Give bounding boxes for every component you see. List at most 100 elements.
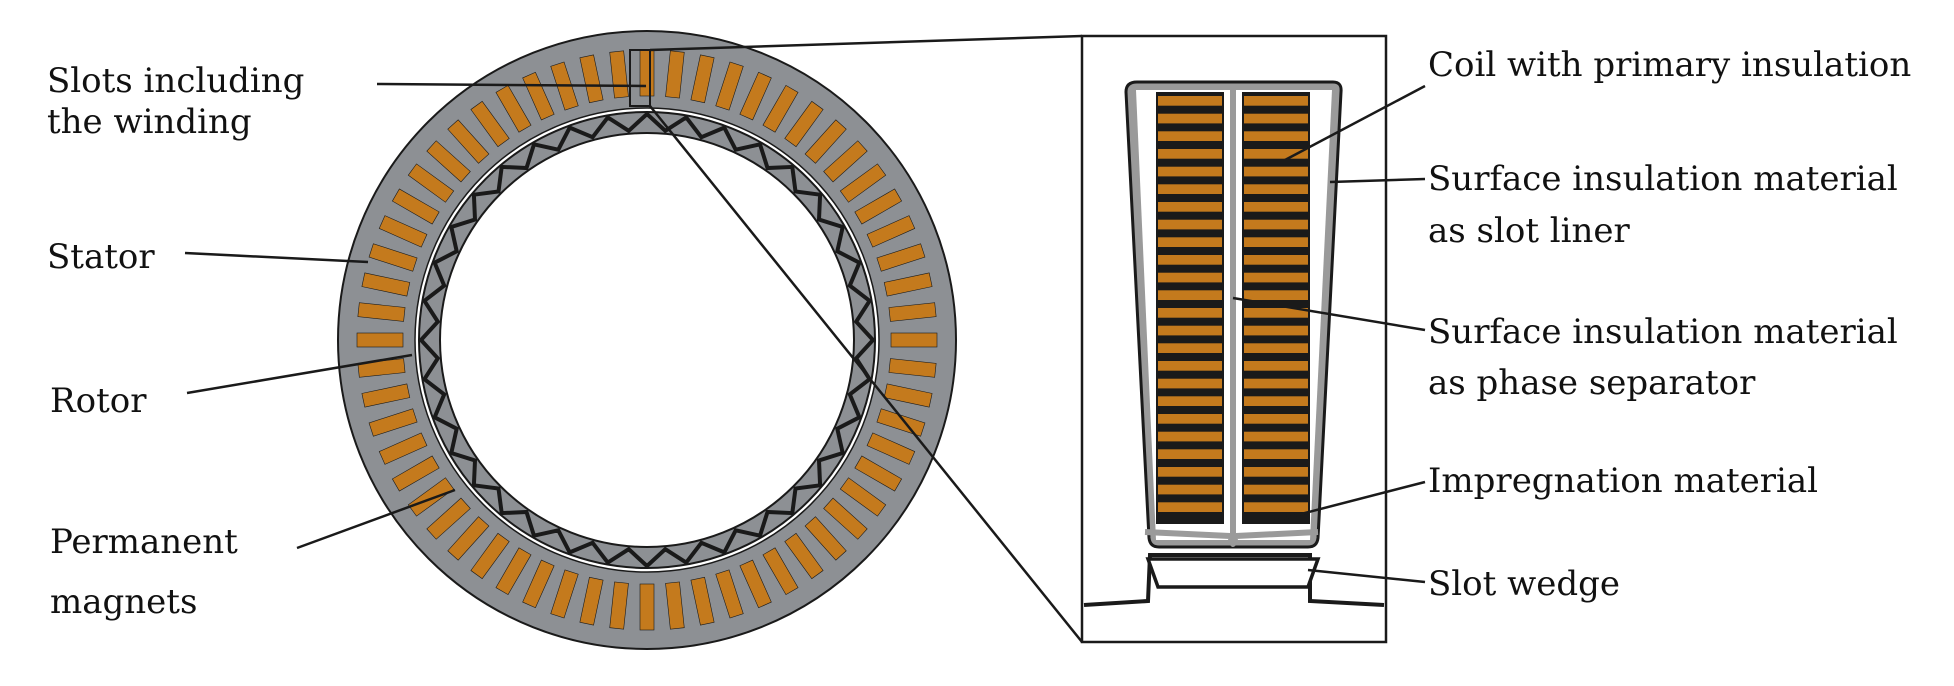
- coil-turn: [1158, 113, 1222, 124]
- coil-turn: [1158, 431, 1222, 442]
- coil-turn: [1244, 414, 1308, 424]
- coil-turn: [1244, 378, 1308, 389]
- coil-turn: [1244, 131, 1308, 141]
- coil-turn: [1244, 343, 1308, 353]
- stator-slot: [715, 61, 744, 111]
- stator-slot: [495, 84, 532, 133]
- stator-slot: [866, 215, 916, 248]
- coil-turn: [1244, 325, 1308, 336]
- coil-turn: [1244, 219, 1308, 230]
- stator-slot: [447, 516, 490, 561]
- stator-slot: [739, 71, 772, 121]
- leader-lines: [184, 82, 1426, 584]
- coil-turn: [1244, 308, 1308, 318]
- label-magnets-line2: magnets: [50, 582, 197, 622]
- stator-slot: [391, 455, 440, 492]
- stator-slot: [368, 243, 418, 272]
- stator-slot: [762, 84, 799, 133]
- stator-slot: [639, 49, 655, 97]
- detail-marker: [629, 49, 651, 107]
- label-separator-line1: Surface insulation material: [1428, 312, 1898, 352]
- stator-slot: [378, 215, 428, 248]
- coil-turn: [1244, 467, 1308, 477]
- stator-slot: [890, 332, 938, 348]
- coil-turn: [1244, 272, 1308, 283]
- stator-slot: [823, 140, 868, 183]
- stator-slot: [715, 569, 744, 619]
- stator-slot: [888, 358, 937, 378]
- coil-turn: [1244, 361, 1308, 371]
- stator-slot: [665, 581, 685, 630]
- stator-slot: [839, 477, 887, 517]
- label-rotor: Rotor: [50, 381, 147, 421]
- coil-turn: [1158, 343, 1222, 353]
- label-separator-line2: as phase separator: [1428, 363, 1756, 403]
- stator-slot: [854, 188, 903, 225]
- tooth-outline: [1083, 553, 1385, 607]
- label-liner-line1: Surface insulation material: [1428, 159, 1898, 199]
- stator-slot: [784, 100, 824, 148]
- stator-slot: [361, 272, 411, 297]
- stator-slot: [823, 497, 868, 540]
- coil-turn: [1244, 96, 1308, 106]
- label-slots-line2: the winding: [47, 102, 252, 142]
- label-wedge: Slot wedge: [1428, 564, 1620, 604]
- stator-slot: [784, 532, 824, 580]
- stator-slot: [356, 332, 404, 348]
- stator-slot: [447, 119, 490, 164]
- coil-turn: [1244, 202, 1308, 212]
- stator-slot: [579, 576, 604, 626]
- stator-slot: [690, 54, 715, 104]
- coil-turn: [1158, 467, 1222, 477]
- coil-turn: [1158, 96, 1222, 106]
- stator-slot: [391, 188, 440, 225]
- stator-slot: [470, 100, 510, 148]
- stator-slot: [876, 408, 926, 437]
- stator-slot: [876, 243, 926, 272]
- slot-detail: [1080, 34, 1388, 644]
- stator-slot: [665, 50, 685, 99]
- coil-turn: [1158, 449, 1222, 459]
- coil-turn: [1158, 272, 1222, 283]
- coil-turn: [1158, 255, 1222, 265]
- stator-slot: [407, 477, 455, 517]
- stator-slot: [690, 576, 715, 626]
- stator-slot: [739, 559, 772, 609]
- coil-turn: [1244, 166, 1308, 177]
- stator-slot: [378, 432, 428, 465]
- permanent-magnets: [418, 111, 876, 569]
- stator-slot: [522, 559, 555, 609]
- coil-turn: [1158, 325, 1222, 336]
- coil-turn: [1244, 484, 1308, 495]
- coil-turn: [1244, 449, 1308, 459]
- coil-turn: [1158, 308, 1222, 318]
- label-slots-line1: Slots including: [47, 61, 304, 101]
- zoom-lines: [649, 34, 1083, 643]
- stator-slot: [609, 581, 629, 630]
- label-coil: Coil with primary insulation: [1428, 45, 1911, 85]
- coil-turn: [1244, 290, 1308, 300]
- stator-slot: [883, 383, 933, 408]
- label-stator: Stator: [47, 237, 155, 277]
- coil-turn: [1244, 396, 1308, 406]
- stator-slot: [804, 516, 847, 561]
- stator-slot: [762, 547, 799, 596]
- coil-turn: [1158, 290, 1222, 300]
- coil-turn: [1244, 149, 1308, 159]
- stator-slot: [357, 302, 406, 322]
- stator-slot: [883, 272, 933, 297]
- coil-turn: [1244, 184, 1308, 194]
- label-liner-line2: as slot liner: [1428, 211, 1631, 251]
- stator-slot: [426, 497, 471, 540]
- coil-turn: [1158, 202, 1222, 212]
- coil-turn: [1158, 219, 1222, 230]
- coil-turns: [1158, 96, 1308, 512]
- stator-slot: [639, 583, 655, 631]
- coil-turn: [1158, 361, 1222, 371]
- stator-slot: [579, 54, 604, 104]
- coil-turn: [1158, 378, 1222, 389]
- stator-slot: [854, 455, 903, 492]
- stator-slot: [368, 408, 418, 437]
- phase-separator: [1144, 86, 1319, 547]
